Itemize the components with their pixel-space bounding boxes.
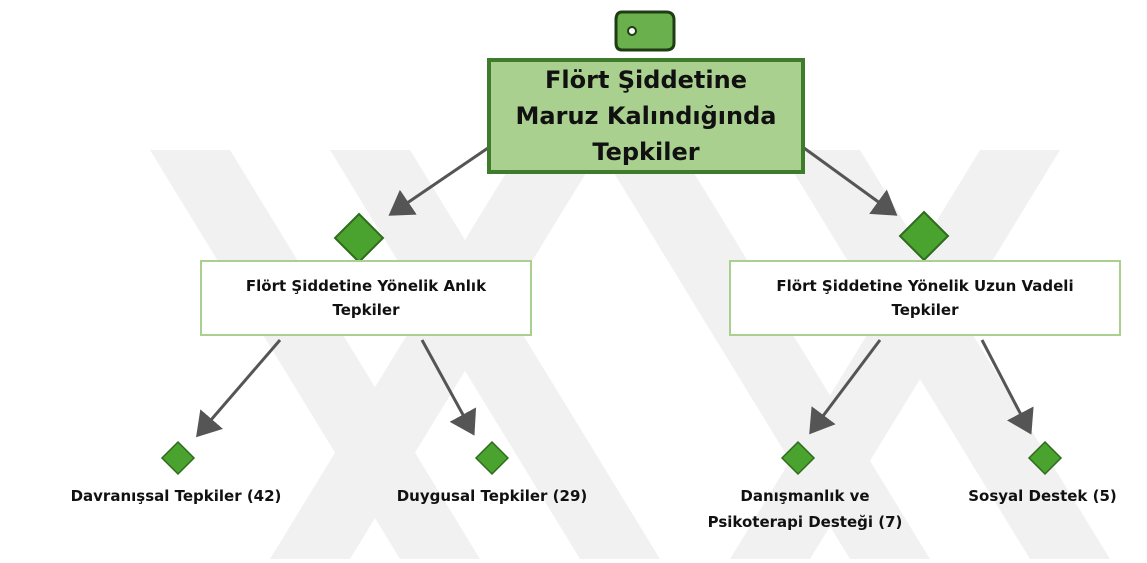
edge-theme-2-to-sub-1 xyxy=(809,339,882,435)
subtheme-label-emotional: Duygusal Tepkiler (29) xyxy=(396,487,588,505)
subtheme-label-social-support: Sosyal Destek (5) xyxy=(968,487,1117,505)
diamond-icon xyxy=(780,440,816,476)
edge-theme-1-to-sub-1 xyxy=(196,339,282,438)
edge-theme-1-to-sub-2 xyxy=(420,339,477,436)
edge-root-to-theme-1 xyxy=(388,146,489,216)
diamond-icon xyxy=(474,440,510,476)
root-label: Flört Şiddetine Maruz Kalındığında Tepki… xyxy=(515,66,777,166)
subtheme-label-behavioral: Davranışsal Tepkiler (42) xyxy=(70,487,282,505)
diamond-icon xyxy=(160,440,196,476)
theme-label-long-term: Flört Şiddetine Yönelik Uzun Vadeli Tepk… xyxy=(776,277,1074,319)
watermark-chevrons xyxy=(150,150,1110,559)
diamond-icon xyxy=(1027,440,1063,476)
edge-theme-2-to-sub-2 xyxy=(980,339,1034,435)
subtheme-label-counseling: Danışmanlık ve Psikoterapi Desteği (7) xyxy=(707,487,903,531)
root-node: Flört Şiddetine Maruz Kalındığında Tepki… xyxy=(487,58,805,174)
theme-node-long-term: Flört Şiddetine Yönelik Uzun Vadeli Tepk… xyxy=(729,260,1121,336)
theme-node-immediate: Flört Şiddetine Yönelik Anlık Tepkiler xyxy=(200,260,532,336)
tag-icon xyxy=(614,10,676,52)
theme-label-immediate: Flört Şiddetine Yönelik Anlık Tepkiler xyxy=(245,277,487,319)
edge-root-to-theme-2 xyxy=(803,146,898,216)
